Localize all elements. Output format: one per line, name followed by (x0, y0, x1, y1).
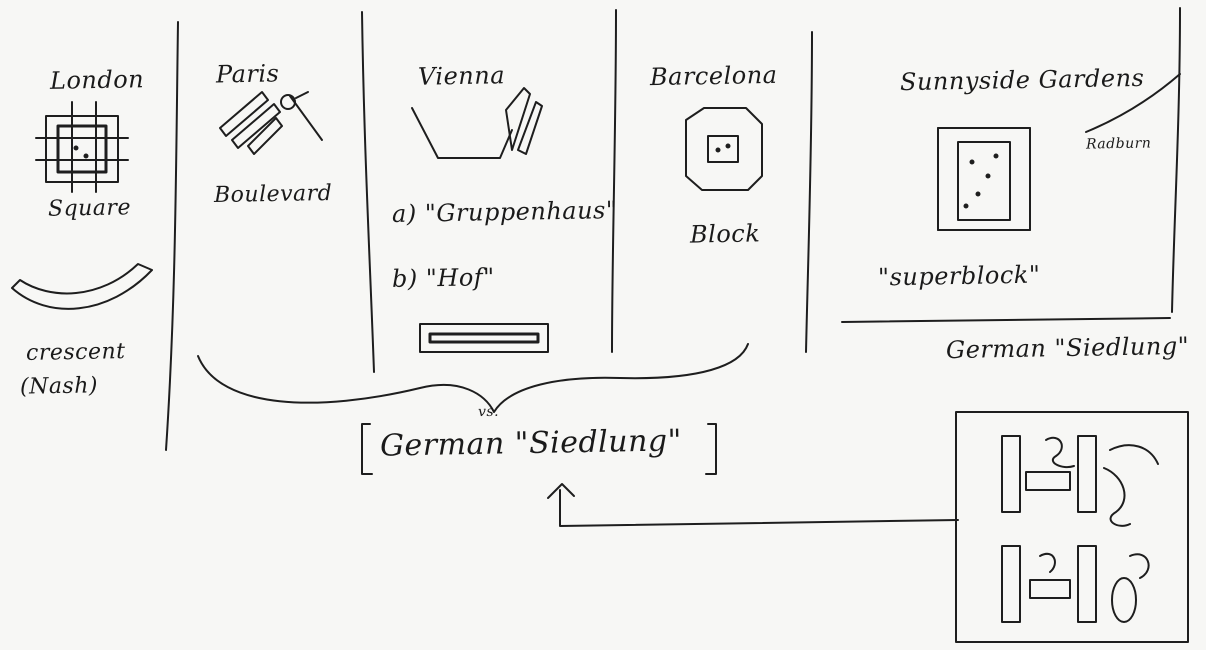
crescent-icon (11, 263, 153, 310)
type-label-crescent: crescent (25, 339, 126, 366)
column-divider (361, 11, 375, 373)
city-label-london: London (49, 65, 145, 95)
type-label-block: Block (689, 219, 761, 249)
arrow-head (547, 483, 575, 499)
boulevard-icon (219, 91, 323, 155)
underline (841, 317, 1171, 323)
type-note-nash: (Nash) (19, 373, 99, 400)
label-bracket (361, 423, 373, 475)
type-label-hof: b) "Hof" (391, 263, 495, 293)
city-label-vienna: Vienna (417, 61, 506, 91)
hof-icon (419, 323, 549, 353)
caption-siedlung: German "Siedlung" (945, 331, 1190, 365)
column-divider (805, 31, 813, 353)
type-label-square: Square (47, 195, 132, 222)
column-divider (611, 9, 617, 353)
radburn-pointer (1085, 73, 1181, 133)
gruppenhaus-icon (411, 87, 543, 159)
city-label-barcelona: Barcelona (649, 60, 778, 92)
type-label-superblock: "superblock" (877, 260, 1041, 292)
arrow-line (559, 489, 959, 527)
type-label-boulevard: Boulevard (213, 180, 333, 209)
column-divider (1171, 7, 1181, 313)
square-icon (35, 101, 129, 193)
vs-label: vs. (477, 403, 500, 421)
column-divider (165, 21, 179, 451)
superblock-icon (937, 127, 1031, 231)
block-icon (685, 107, 763, 191)
city-label-sunnyside: Sunnyside Gardens (899, 63, 1145, 97)
note-radburn: Radburn (1085, 135, 1152, 153)
city-label-paris: Paris (215, 59, 280, 89)
siedlung-drawing (955, 411, 1189, 643)
brace (197, 343, 749, 413)
bottom-siedlung-label: German "Siedlung" (379, 423, 683, 464)
type-label-gruppenhaus: a) "Gruppenhaus" (391, 196, 618, 228)
label-bracket (705, 423, 717, 475)
